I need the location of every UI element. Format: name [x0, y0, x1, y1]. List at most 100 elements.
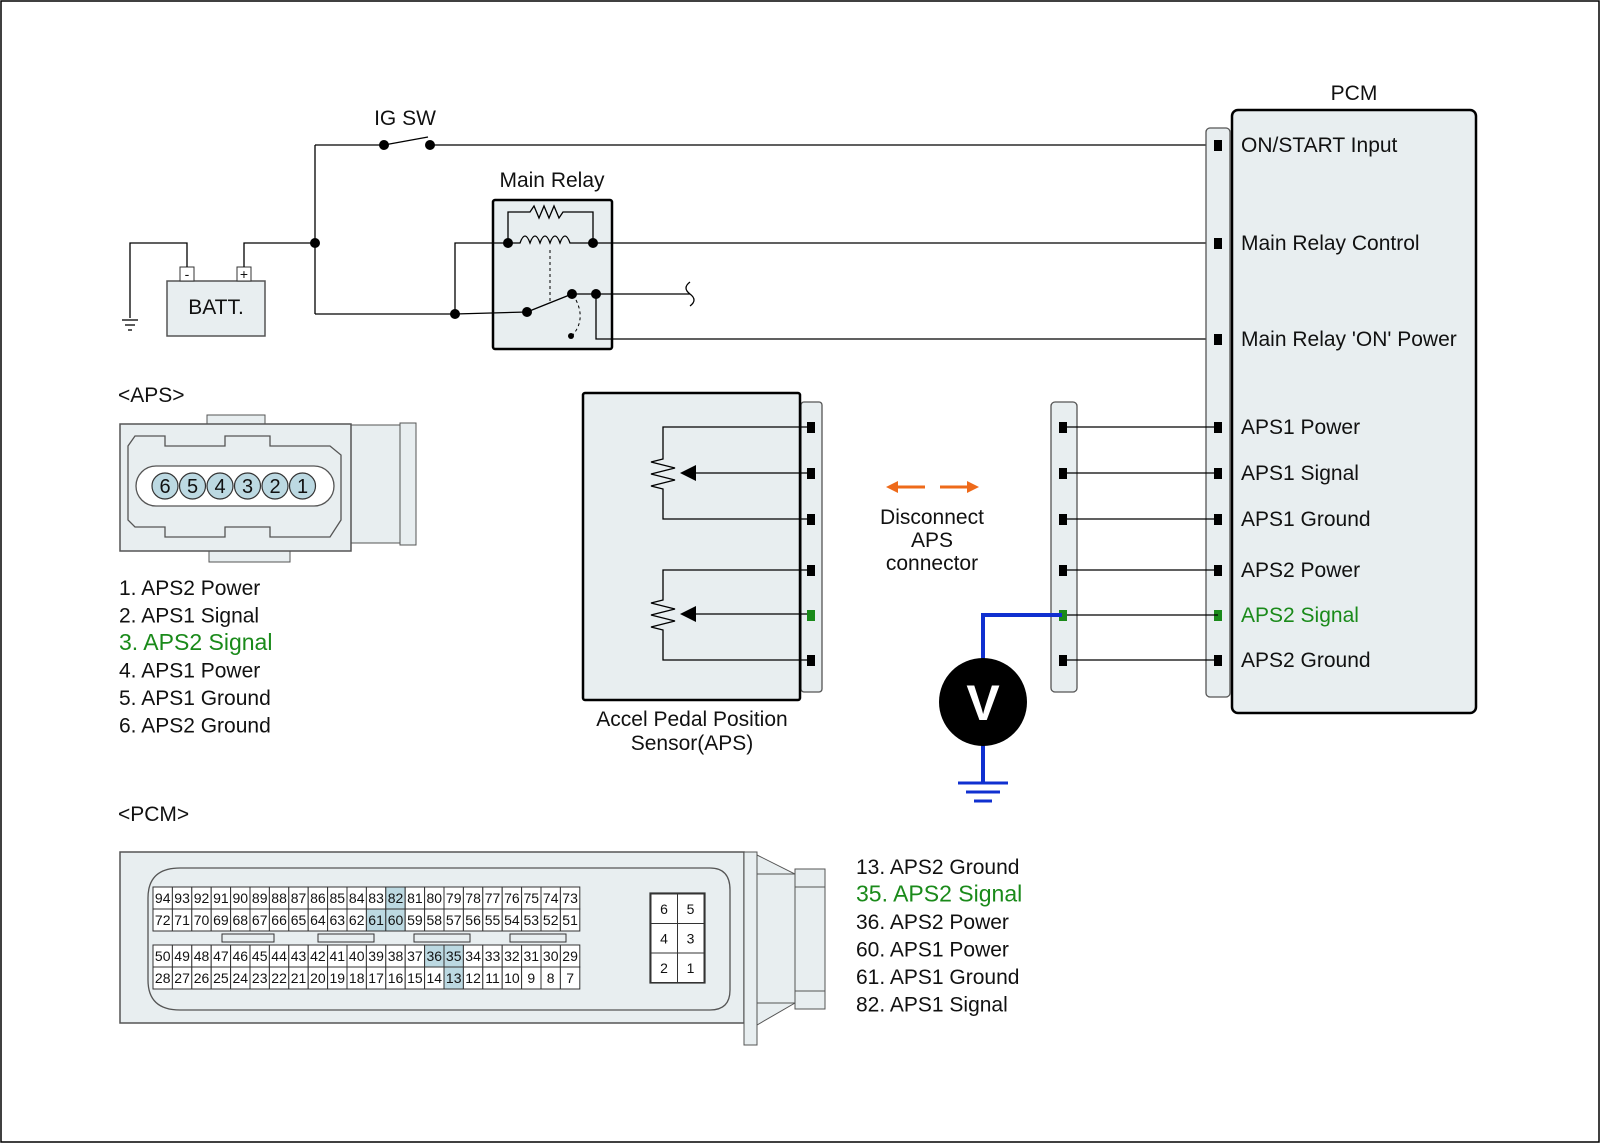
pcm-connector-pin-number: 68 [233, 912, 249, 928]
main-relay-label: Main Relay [499, 169, 605, 192]
pcm-connector-pin-number: 81 [407, 890, 423, 906]
voltmeter-symbol: V [966, 675, 1000, 731]
pcm-connector-pin-number: 44 [271, 948, 287, 964]
pcm-connector-pin-number: 84 [349, 890, 365, 906]
aps-pin-description: 2. APS1 Signal [119, 605, 259, 628]
connector-latch [221, 933, 275, 943]
harness-connector [1050, 401, 1078, 693]
pcm-connector-pin-number: 88 [271, 890, 287, 906]
pcm-connector-pin-number: 12 [465, 970, 481, 986]
pcm-connector-pin-number: 47 [213, 948, 229, 964]
harness-terminal [1059, 655, 1067, 666]
pcm-connector-pin-number: 85 [330, 890, 346, 906]
ig-sw-label: IG SW [374, 107, 436, 130]
pcm-connector-pin-number: 74 [543, 890, 559, 906]
aps-pin-description: 3. APS2 Signal [119, 629, 272, 655]
pcm-pin-description: 36. APS2 Power [856, 911, 1009, 934]
sensor-terminal [807, 422, 815, 433]
connector-latch [413, 933, 471, 943]
pcm-small-block-number: 5 [687, 901, 695, 917]
sensor-terminal [807, 610, 815, 621]
pcm-small-block-cell [677, 893, 705, 924]
pcm-block [1205, 108, 1478, 715]
pcm-small-block-number: 1 [687, 960, 695, 976]
pcm-connector-pin-number: 69 [213, 912, 229, 928]
pcm-terminal [1214, 140, 1222, 151]
pcm-connector-pin-number: 25 [213, 970, 229, 986]
pcm-connector-pin-number: 50 [155, 948, 171, 964]
sensor-label-line2: Sensor(APS) [631, 732, 754, 755]
pcm-pin-description: 60. APS1 Power [856, 939, 1009, 962]
pcm-small-block-cell [650, 952, 678, 983]
pcm-connector-pin-number: 8 [547, 970, 555, 986]
pcm-connector-pin-number: 16 [388, 970, 404, 986]
pcm-pin-label: APS1 Power [1241, 416, 1360, 439]
aps-pin-number: 5 [187, 476, 198, 498]
battery-plus-mark: + [240, 266, 248, 282]
pcm-connector-pin-number: 14 [427, 970, 443, 986]
pcm-connector-pin-number: 35 [446, 948, 462, 964]
aps-sensor [581, 391, 823, 702]
pcm-connector-pin-number: 54 [504, 912, 520, 928]
pcm-connector-pin-number: 26 [194, 970, 210, 986]
pcm-connector-pin-number: 29 [562, 948, 578, 964]
disconnect-arrows-icon [886, 481, 979, 493]
pcm-connector-pin-number: 59 [407, 912, 423, 928]
aps-pin [288, 472, 317, 500]
disconnect-note-line2: APS [911, 529, 953, 552]
harness-terminal [1059, 610, 1067, 621]
pcm-title: PCM [1331, 82, 1378, 105]
pcm-connector-pin-number: 90 [233, 890, 249, 906]
pcm-connector-pin-number: 72 [155, 912, 171, 928]
aps-pin-number: 2 [269, 476, 280, 498]
aps-pin-number: 6 [159, 476, 170, 498]
pcm-header: <PCM> [118, 803, 189, 826]
pcm-connector-pin-number: 40 [349, 948, 365, 964]
pcm-connector-pin-number: 71 [174, 912, 190, 928]
pcm-connector-pin-number: 36 [427, 948, 443, 964]
pcm-connector-pin-number: 17 [368, 970, 384, 986]
pcm-connector-pin-number: 21 [291, 970, 307, 986]
pcm-connector-pin-number: 30 [543, 948, 559, 964]
aps-pin-description: 4. APS1 Power [119, 660, 260, 683]
pcm-small-block-cell [650, 923, 678, 954]
pcm-connector-pin-number: 70 [194, 912, 210, 928]
pcm-connector-pin-number: 73 [562, 890, 578, 906]
pcm-connector-pin-number: 37 [407, 948, 423, 964]
pcm-connector-pin-number: 83 [368, 890, 384, 906]
relay-on-power-wire [595, 294, 1218, 340]
pcm-connector-pin-number: 53 [524, 912, 540, 928]
pcm-pin-description: 82. APS1 Signal [856, 994, 1008, 1017]
pcm-connector-pin-number: 11 [485, 970, 500, 986]
pcm-connector-pin-number: 22 [271, 970, 287, 986]
pcm-connector-pin-number: 27 [174, 970, 190, 986]
pcm-connector-pin-number: 34 [465, 948, 481, 964]
aps-pin-description: 1. APS2 Power [119, 577, 260, 600]
harness-terminal [1059, 422, 1067, 433]
aps-pin [151, 472, 179, 500]
pcm-connector-pin-number: 38 [388, 948, 404, 964]
pcm-pin-label: APS2 Power [1241, 559, 1360, 582]
pcm-terminal [1214, 334, 1222, 345]
sensor-terminal [807, 514, 815, 525]
pcm-connector-pin-number: 52 [543, 912, 559, 928]
pcm-connector-pin-number: 79 [446, 890, 462, 906]
pcm-small-block-cell [677, 923, 705, 954]
pcm-small-block-number: 3 [687, 931, 695, 947]
pcm-small-block-number: 2 [660, 960, 668, 976]
pcm-connector-pin-number: 91 [213, 890, 229, 906]
pcm-connector-pin-number: 77 [485, 890, 501, 906]
pcm-pin-label: APS2 Signal [1241, 604, 1359, 627]
harness-terminal [1059, 514, 1067, 525]
pcm-connector-pin-number: 80 [427, 890, 443, 906]
pcm-pin-description: 35. APS2 Signal [856, 881, 1022, 907]
pcm-connector-cell [559, 966, 581, 990]
pcm-connector-pin-number: 41 [330, 948, 346, 964]
harness-terminal [1059, 565, 1067, 576]
pcm-connector-pin-number: 86 [310, 890, 326, 906]
sensor-terminal [807, 565, 815, 576]
